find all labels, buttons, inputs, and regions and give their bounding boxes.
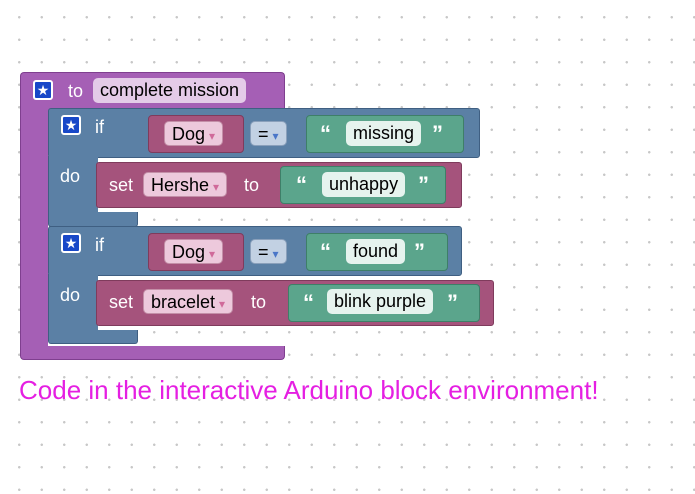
set-label: set <box>109 292 134 312</box>
close-quote-icon: ” <box>432 121 443 146</box>
close-quote-icon: ” <box>414 239 425 264</box>
star-icon[interactable]: ★ <box>33 80 53 100</box>
string-value-field[interactable]: missing <box>346 121 422 146</box>
if-block-bottom <box>48 330 138 344</box>
string-value-field[interactable]: blink purple <box>327 289 434 314</box>
operator-dropdown[interactable]: =▾ <box>250 121 287 146</box>
star-icon[interactable]: ★ <box>61 233 81 253</box>
procedure-keyword: to <box>68 81 84 101</box>
chevron-down-icon: ▾ <box>272 247 279 261</box>
string-value-field[interactable]: unhappy <box>322 172 406 197</box>
if-block-body <box>48 156 98 214</box>
chevron-down-icon: ▾ <box>209 129 216 143</box>
close-quote-icon: ” <box>418 172 429 197</box>
if-label: if <box>95 235 104 255</box>
open-quote-icon: “ <box>320 121 331 146</box>
chevron-down-icon: ▾ <box>213 180 220 194</box>
variable-dropdown[interactable]: bracelet▾ <box>143 289 234 314</box>
procedure-block-bottom <box>20 346 285 360</box>
chevron-down-icon: ▾ <box>272 129 279 143</box>
procedure-block-spine <box>20 110 48 350</box>
if-block-bottom <box>48 212 138 227</box>
procedure-name-field[interactable]: complete mission <box>93 78 247 103</box>
string-value-field[interactable]: found <box>346 239 406 264</box>
operator-dropdown[interactable]: =▾ <box>250 239 287 264</box>
chevron-down-icon: ▾ <box>209 247 216 261</box>
star-icon[interactable]: ★ <box>61 115 81 135</box>
open-quote-icon: “ <box>320 239 331 264</box>
do-label: do <box>60 166 81 186</box>
variable-dropdown[interactable]: Dog▾ <box>164 239 224 264</box>
variable-dropdown[interactable]: Dog▾ <box>164 121 224 146</box>
caption-text: Code in the interactive Arduino block en… <box>19 375 599 405</box>
to-label: to <box>244 175 260 195</box>
close-quote-icon: ” <box>447 290 458 315</box>
chevron-down-icon: ▾ <box>219 297 226 311</box>
if-label: if <box>95 117 104 137</box>
open-quote-icon: “ <box>296 172 307 197</box>
do-label: do <box>60 285 81 305</box>
open-quote-icon: “ <box>303 290 314 315</box>
if-block-body <box>48 274 98 332</box>
to-label: to <box>251 292 267 312</box>
set-label: set <box>109 175 134 195</box>
variable-dropdown[interactable]: Hershe▾ <box>143 172 228 197</box>
